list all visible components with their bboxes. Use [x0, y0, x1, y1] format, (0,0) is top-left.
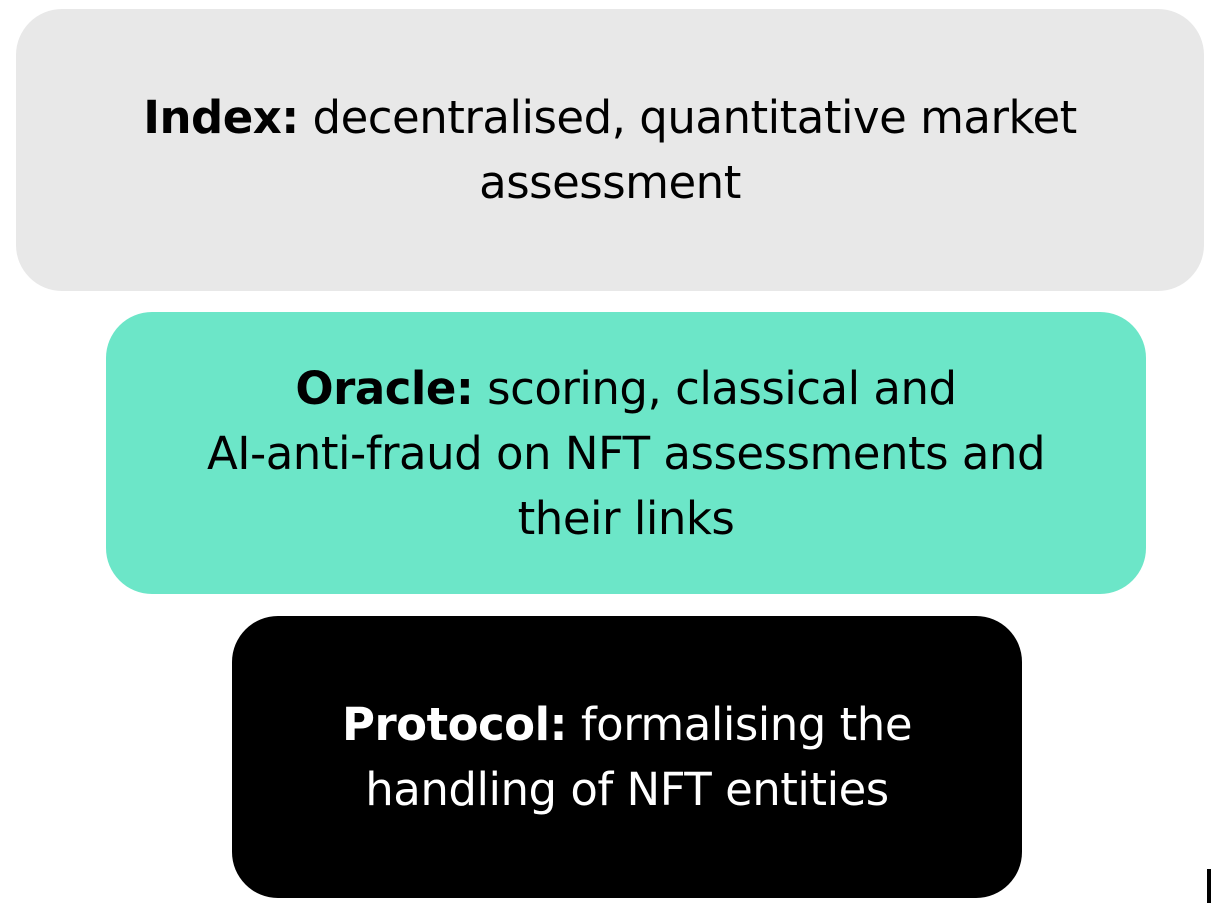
- protocol-layer-line-1: formalising the: [567, 698, 913, 751]
- oracle-layer-line-3: their links: [517, 491, 735, 545]
- protocol-layer-box: Protocol: formalising the handling of NF…: [232, 616, 1022, 898]
- index-layer-line-2: assessment: [479, 156, 741, 209]
- oracle-layer-line-1: scoring, classical and: [473, 361, 957, 415]
- oracle-layer-label: Oracle:: [295, 361, 474, 415]
- protocol-layer-text: Protocol: formalising the handling of NF…: [341, 692, 913, 822]
- index-layer-text: Index: decentralised, quantitative marke…: [143, 85, 1077, 215]
- index-layer-line-1: decentralised, quantitative market: [298, 91, 1078, 144]
- oracle-layer-line-2: AI-anti-fraud on NFT assessments and: [206, 426, 1046, 480]
- text-cursor-icon: [1207, 869, 1211, 903]
- protocol-layer-label: Protocol:: [341, 698, 568, 751]
- oracle-layer-text: Oracle: scoring, classical and AI-anti-f…: [206, 356, 1046, 551]
- index-layer-box: Index: decentralised, quantitative marke…: [16, 9, 1204, 291]
- oracle-layer-box: Oracle: scoring, classical and AI-anti-f…: [106, 312, 1146, 594]
- index-layer-label: Index:: [143, 91, 299, 144]
- protocol-layer-line-2: handling of NFT entities: [365, 763, 889, 816]
